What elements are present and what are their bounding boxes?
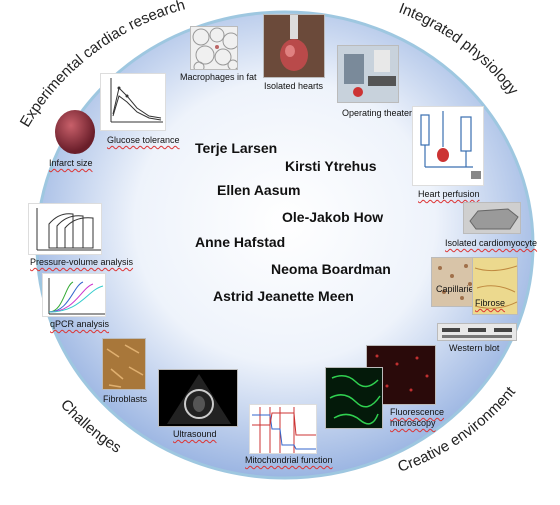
western-blot-label: Western blot (449, 343, 500, 353)
pressure-volume-chart (28, 203, 102, 255)
pressure-volume-label: Pressure-volume analysis (30, 257, 134, 267)
name-7: Astrid Jeanette Meen (213, 288, 354, 304)
isolated-hearts-image (263, 14, 325, 78)
qpcr-label: qPCR analysis (50, 319, 110, 329)
fibroblasts-label: Fibroblasts (103, 394, 148, 404)
fibrose-image (472, 257, 518, 315)
name-4: Ole-Jakob How (282, 209, 384, 225)
macrophages-image (190, 26, 238, 70)
ultrasound-image (158, 369, 238, 427)
heart-perfusion-diagram (412, 106, 484, 186)
fluorescence-label: Fluorescence microscopy (390, 407, 445, 428)
operating-theater-label: Operating theater (342, 108, 413, 118)
infarct-heart-image (52, 108, 98, 156)
mitochondrial-label: Mitochondrial function (245, 455, 333, 465)
fibroblasts-image (102, 338, 146, 390)
operating-theater-image (337, 45, 399, 103)
isolated-cardiomyocyte-label: Isolated cardiomyocyte (445, 238, 538, 248)
capillaries-label: Capillaries (436, 284, 479, 294)
name-5: Anne Hafstad (195, 234, 286, 250)
ultrasound-label: Ultrasound (173, 429, 217, 439)
name-6: Neoma Boardman (271, 261, 391, 277)
name-1: Terje Larsen (195, 140, 278, 156)
infarct-size-label: Infarct size (49, 158, 93, 168)
cardiomyocyte-image (463, 202, 521, 234)
isolated-hearts-label: Isolated hearts (264, 81, 324, 91)
name-3: Ellen Aasum (217, 182, 301, 198)
heart-perfusion-label: Heart perfusion (418, 189, 480, 199)
western-blot-image (437, 323, 517, 341)
capillaries-image (431, 257, 476, 307)
qpcr-chart (42, 273, 106, 317)
glucose-tolerance-label: Glucose tolerance (107, 135, 180, 145)
glucose-tolerance-chart (100, 73, 166, 131)
fibrose-label: Fibrose (475, 298, 506, 308)
name-2: Kirsti Ytrehus (285, 158, 377, 174)
mitochondrial-chart (249, 404, 317, 454)
macrophages-label: Macrophages in fat (180, 72, 257, 82)
fluorescence-green-image (325, 367, 383, 429)
